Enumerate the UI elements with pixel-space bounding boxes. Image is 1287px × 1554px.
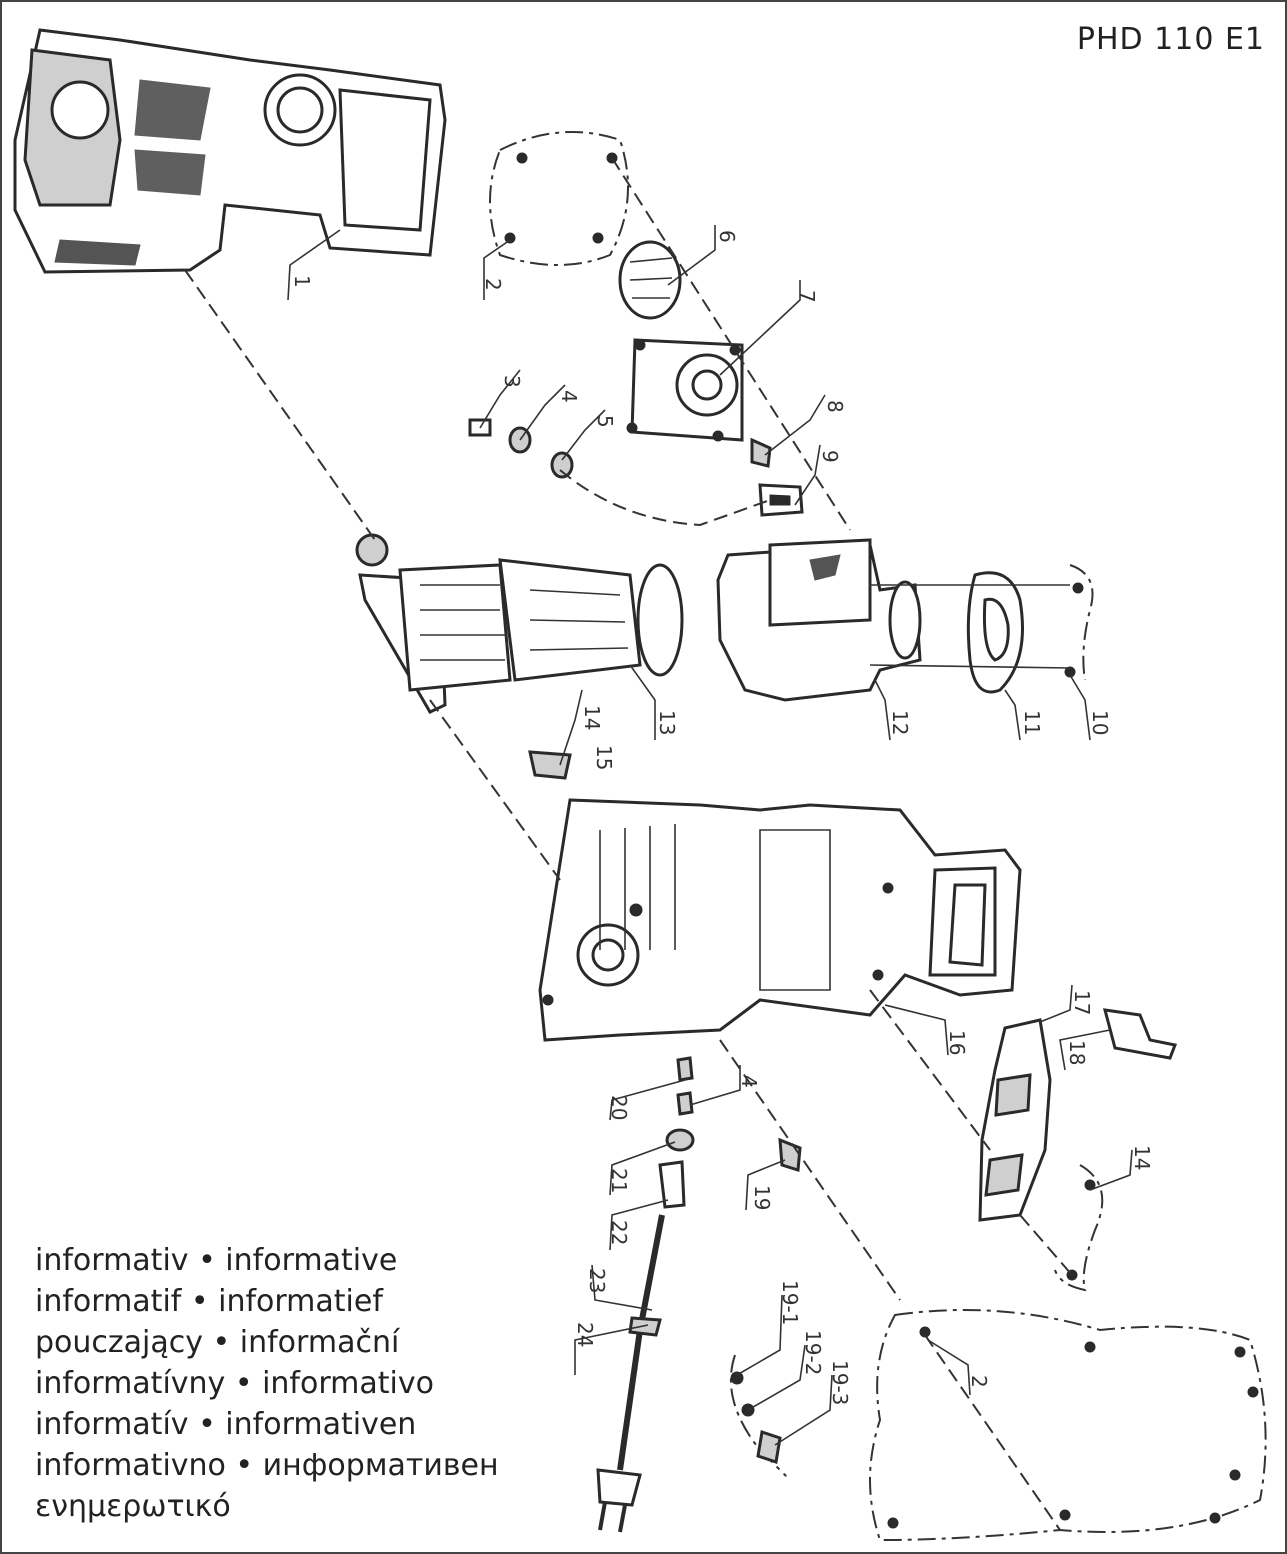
legend-line-4: informatívny • informativo xyxy=(35,1366,434,1401)
part-label-p23: 23 xyxy=(585,1268,609,1293)
part-label-p20: 20 xyxy=(607,1095,631,1120)
part-label-p14b: 14 xyxy=(1130,1145,1154,1170)
part-16-base-housing xyxy=(538,798,1022,1042)
part-17-bracket xyxy=(978,1018,1052,1222)
part-label-p3: 3 xyxy=(500,375,524,388)
part-21-ring xyxy=(665,1128,695,1152)
part-label-p2a: 2 xyxy=(481,278,505,291)
part-1-top-cover xyxy=(13,28,447,274)
part-label-p9: 9 xyxy=(818,450,842,463)
part-label-p1: 1 xyxy=(290,275,314,288)
assembly-lines xyxy=(184,157,1073,1531)
part-5-nut xyxy=(550,451,574,479)
part-19-screw xyxy=(778,1137,802,1172)
part-10-screws xyxy=(1064,564,1094,681)
part-label-p17: 17 xyxy=(1070,990,1094,1015)
part-label-p16: 16 xyxy=(945,1030,969,1055)
part-label-p12: 12 xyxy=(888,710,912,735)
part-label-p19-2: 19-2 xyxy=(801,1330,825,1375)
part-14-screws-lower xyxy=(1054,1164,1104,1292)
legend-line-5: informatív • informativen xyxy=(35,1407,417,1442)
part-11-ring xyxy=(966,571,1024,694)
part-6-knob xyxy=(618,240,682,320)
part-label-p24: 24 xyxy=(573,1322,597,1347)
part-label-p8: 8 xyxy=(823,400,847,413)
part-label-p6: 6 xyxy=(715,230,739,243)
part-2-screw-set-lower xyxy=(869,1309,1267,1542)
part-label-p19: 19 xyxy=(750,1185,774,1210)
part-label-p13: 13 xyxy=(655,710,679,735)
part-label-p7: 7 xyxy=(795,290,819,303)
legend-line-7: ενημερωτικό xyxy=(35,1489,231,1524)
legend-line-6: informativno • информативен xyxy=(35,1448,499,1483)
part-label-p14a: 14 xyxy=(580,705,604,730)
part-18-hook xyxy=(1102,1008,1178,1060)
part-14-15-clip xyxy=(528,750,572,780)
legend-line-3: pouczający • informační xyxy=(35,1325,400,1360)
part-7-switch-plate xyxy=(626,338,744,442)
part-22-connector xyxy=(658,1160,686,1209)
part-20-fitting xyxy=(676,1056,694,1116)
part-label-p19-1: 19-1 xyxy=(778,1280,802,1325)
part-9-switch xyxy=(758,483,804,517)
part-label-p11: 11 xyxy=(1020,710,1044,735)
legend-informative: informativ • informative informatif • in… xyxy=(35,1240,499,1527)
part-13-motor xyxy=(355,533,684,714)
part-label-p5: 5 xyxy=(593,415,617,428)
part-label-p10: 10 xyxy=(1088,710,1112,735)
part-24-power-cord xyxy=(596,1214,665,1533)
label-leaders xyxy=(287,225,1133,1446)
model-number: PHD 110 E1 xyxy=(1076,22,1265,57)
part-8-screw xyxy=(750,437,772,468)
part-label-p19-3: 19-3 xyxy=(828,1360,852,1405)
part-label-p4a: 4 xyxy=(557,390,581,403)
legend-line-1: informativ • informative xyxy=(35,1243,398,1278)
part-label-p15: 15 xyxy=(592,745,616,770)
legend-line-2: informatif • informatief xyxy=(35,1284,383,1319)
part-label-p4b: 4 xyxy=(737,1075,761,1088)
part-12-motor-housing xyxy=(716,538,922,702)
part-label-p22: 22 xyxy=(607,1220,631,1245)
part-label-p21: 21 xyxy=(607,1168,631,1193)
part-2-screw-set-upper xyxy=(489,131,629,266)
part-label-p2b: 2 xyxy=(967,1375,991,1388)
part-label-p18: 18 xyxy=(1065,1040,1089,1065)
